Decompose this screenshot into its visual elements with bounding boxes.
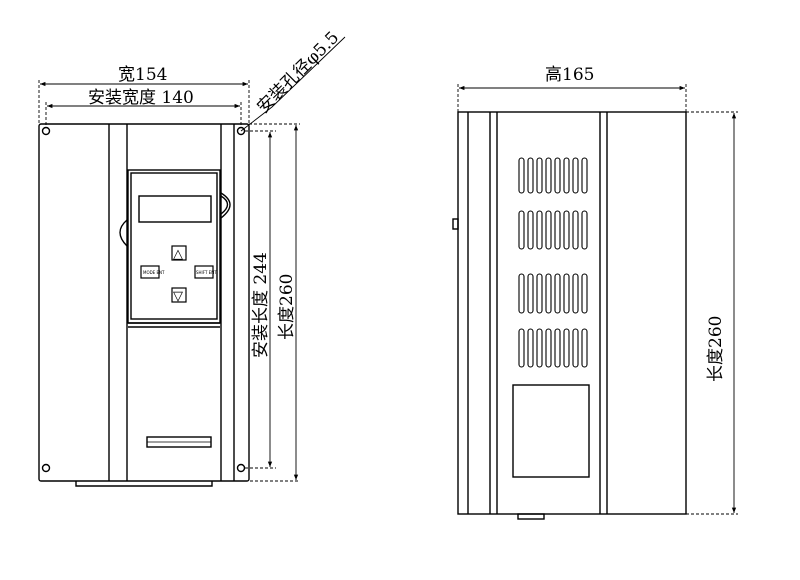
hole-diameter-label: 安装孔径φ5.5 — [253, 28, 343, 118]
mode-key[interactable] — [140, 265, 160, 279]
side-outer-body — [457, 111, 687, 515]
mount-length-label: 安装长度 244 — [251, 252, 271, 358]
shift-key[interactable] — [194, 265, 214, 279]
side-view — [452, 111, 687, 520]
mount-hole-top-left — [41, 126, 51, 136]
front-bottom-foot — [75, 481, 213, 487]
keypad-display — [138, 195, 212, 223]
hole-leader-line — [240, 36, 346, 132]
keypad-panel — [130, 172, 218, 320]
mode-key-label: MODE ENT — [143, 270, 165, 275]
vent-group-3 — [518, 273, 588, 314]
side-bottom-stub — [517, 513, 545, 520]
mount-hole-bottom-left — [41, 463, 51, 473]
right-knob-upper — [220, 192, 231, 219]
overall-length-label: 长度260 — [277, 274, 297, 340]
vent-group-2 — [518, 210, 588, 250]
side-connector-stub — [452, 218, 459, 230]
front-outer-body — [38, 123, 250, 482]
vent-group-1 — [518, 157, 588, 194]
mount-width-label: 安装宽度 140 — [88, 88, 194, 108]
front-dimensions — [38, 36, 346, 482]
side-label-window — [512, 384, 590, 478]
left-knob — [119, 219, 128, 247]
mount-hole-bottom-right — [236, 463, 246, 473]
side-length-label: 长度260 — [706, 316, 726, 382]
keypad-keys — [140, 245, 214, 303]
shift-key-label: SHIFT ENT — [196, 270, 217, 275]
side-dimensions — [457, 84, 738, 515]
front-view — [38, 123, 250, 487]
down-key-symbol: ▽ — [173, 289, 183, 304]
vent-group-4 — [518, 328, 588, 368]
ventilation-slots — [518, 157, 588, 368]
down-key[interactable] — [171, 287, 187, 303]
up-key-symbol: △ — [173, 247, 183, 262]
up-key[interactable] — [171, 245, 187, 261]
height-label: 高165 — [545, 65, 594, 85]
overall-width-label: 宽154 — [118, 65, 167, 85]
